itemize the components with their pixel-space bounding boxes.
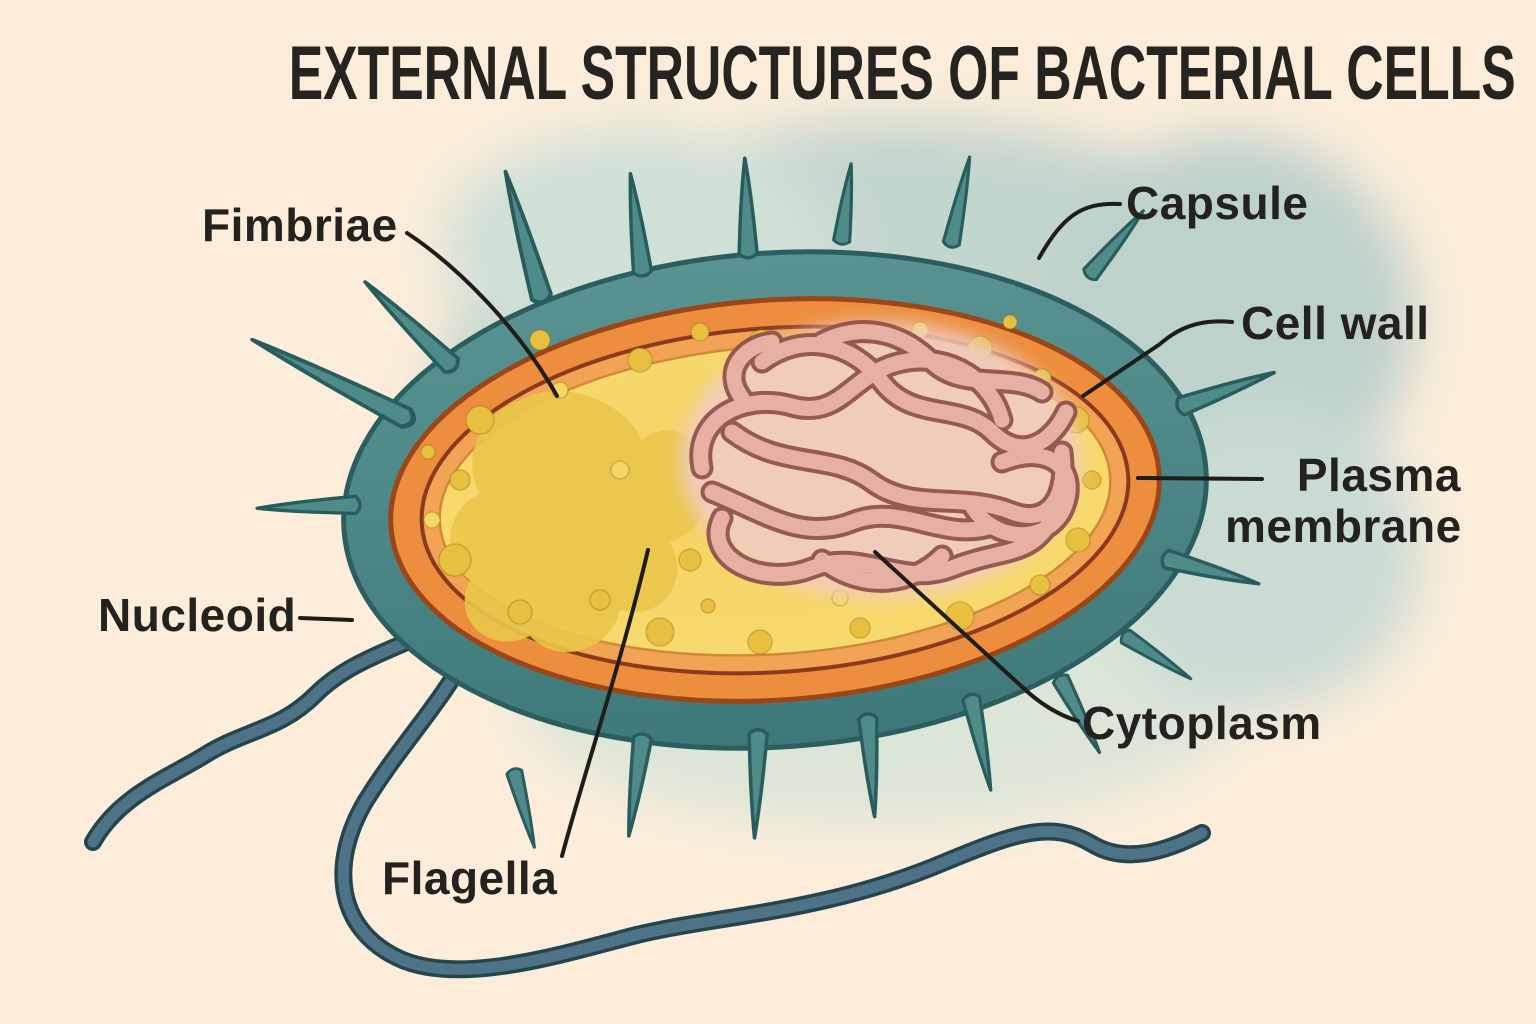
nucleoid-leader-line [298,616,354,622]
label-plasma-membrane: Plasma membrane [1225,449,1462,552]
cell-wall-leader-line [1081,319,1234,398]
label-capsule: Capsule [1126,177,1309,229]
plasma-membrane-leader-line [1136,476,1264,481]
label-nucleoid: Nucleoid [98,589,297,641]
nucleoid-tangle [680,322,1080,598]
fimbriae-leader-line [405,231,559,398]
flagellum-left [84,619,445,851]
label-fimbriae: Fimbriae [202,199,398,251]
cytoplasm-dense-blob [450,390,708,653]
flagella-tails [84,619,1211,979]
leader-lines [298,201,1264,858]
label-cell-wall: Cell wall [1241,297,1430,349]
flagella-leader-line [560,548,650,858]
cytoplasm-leader-line [873,550,1080,723]
page-title: EXTERNAL STRUCTURES OF BACTERIAL CELLS [288,31,1516,116]
label-cytoplasm: Cytoplasm [1082,697,1322,749]
capsule-leader-line [1037,201,1122,260]
label-flagella: Flagella [382,852,558,904]
title-bar: EXTERNAL STRUCTURES OF BACTERIAL CELLS [0,30,1536,117]
